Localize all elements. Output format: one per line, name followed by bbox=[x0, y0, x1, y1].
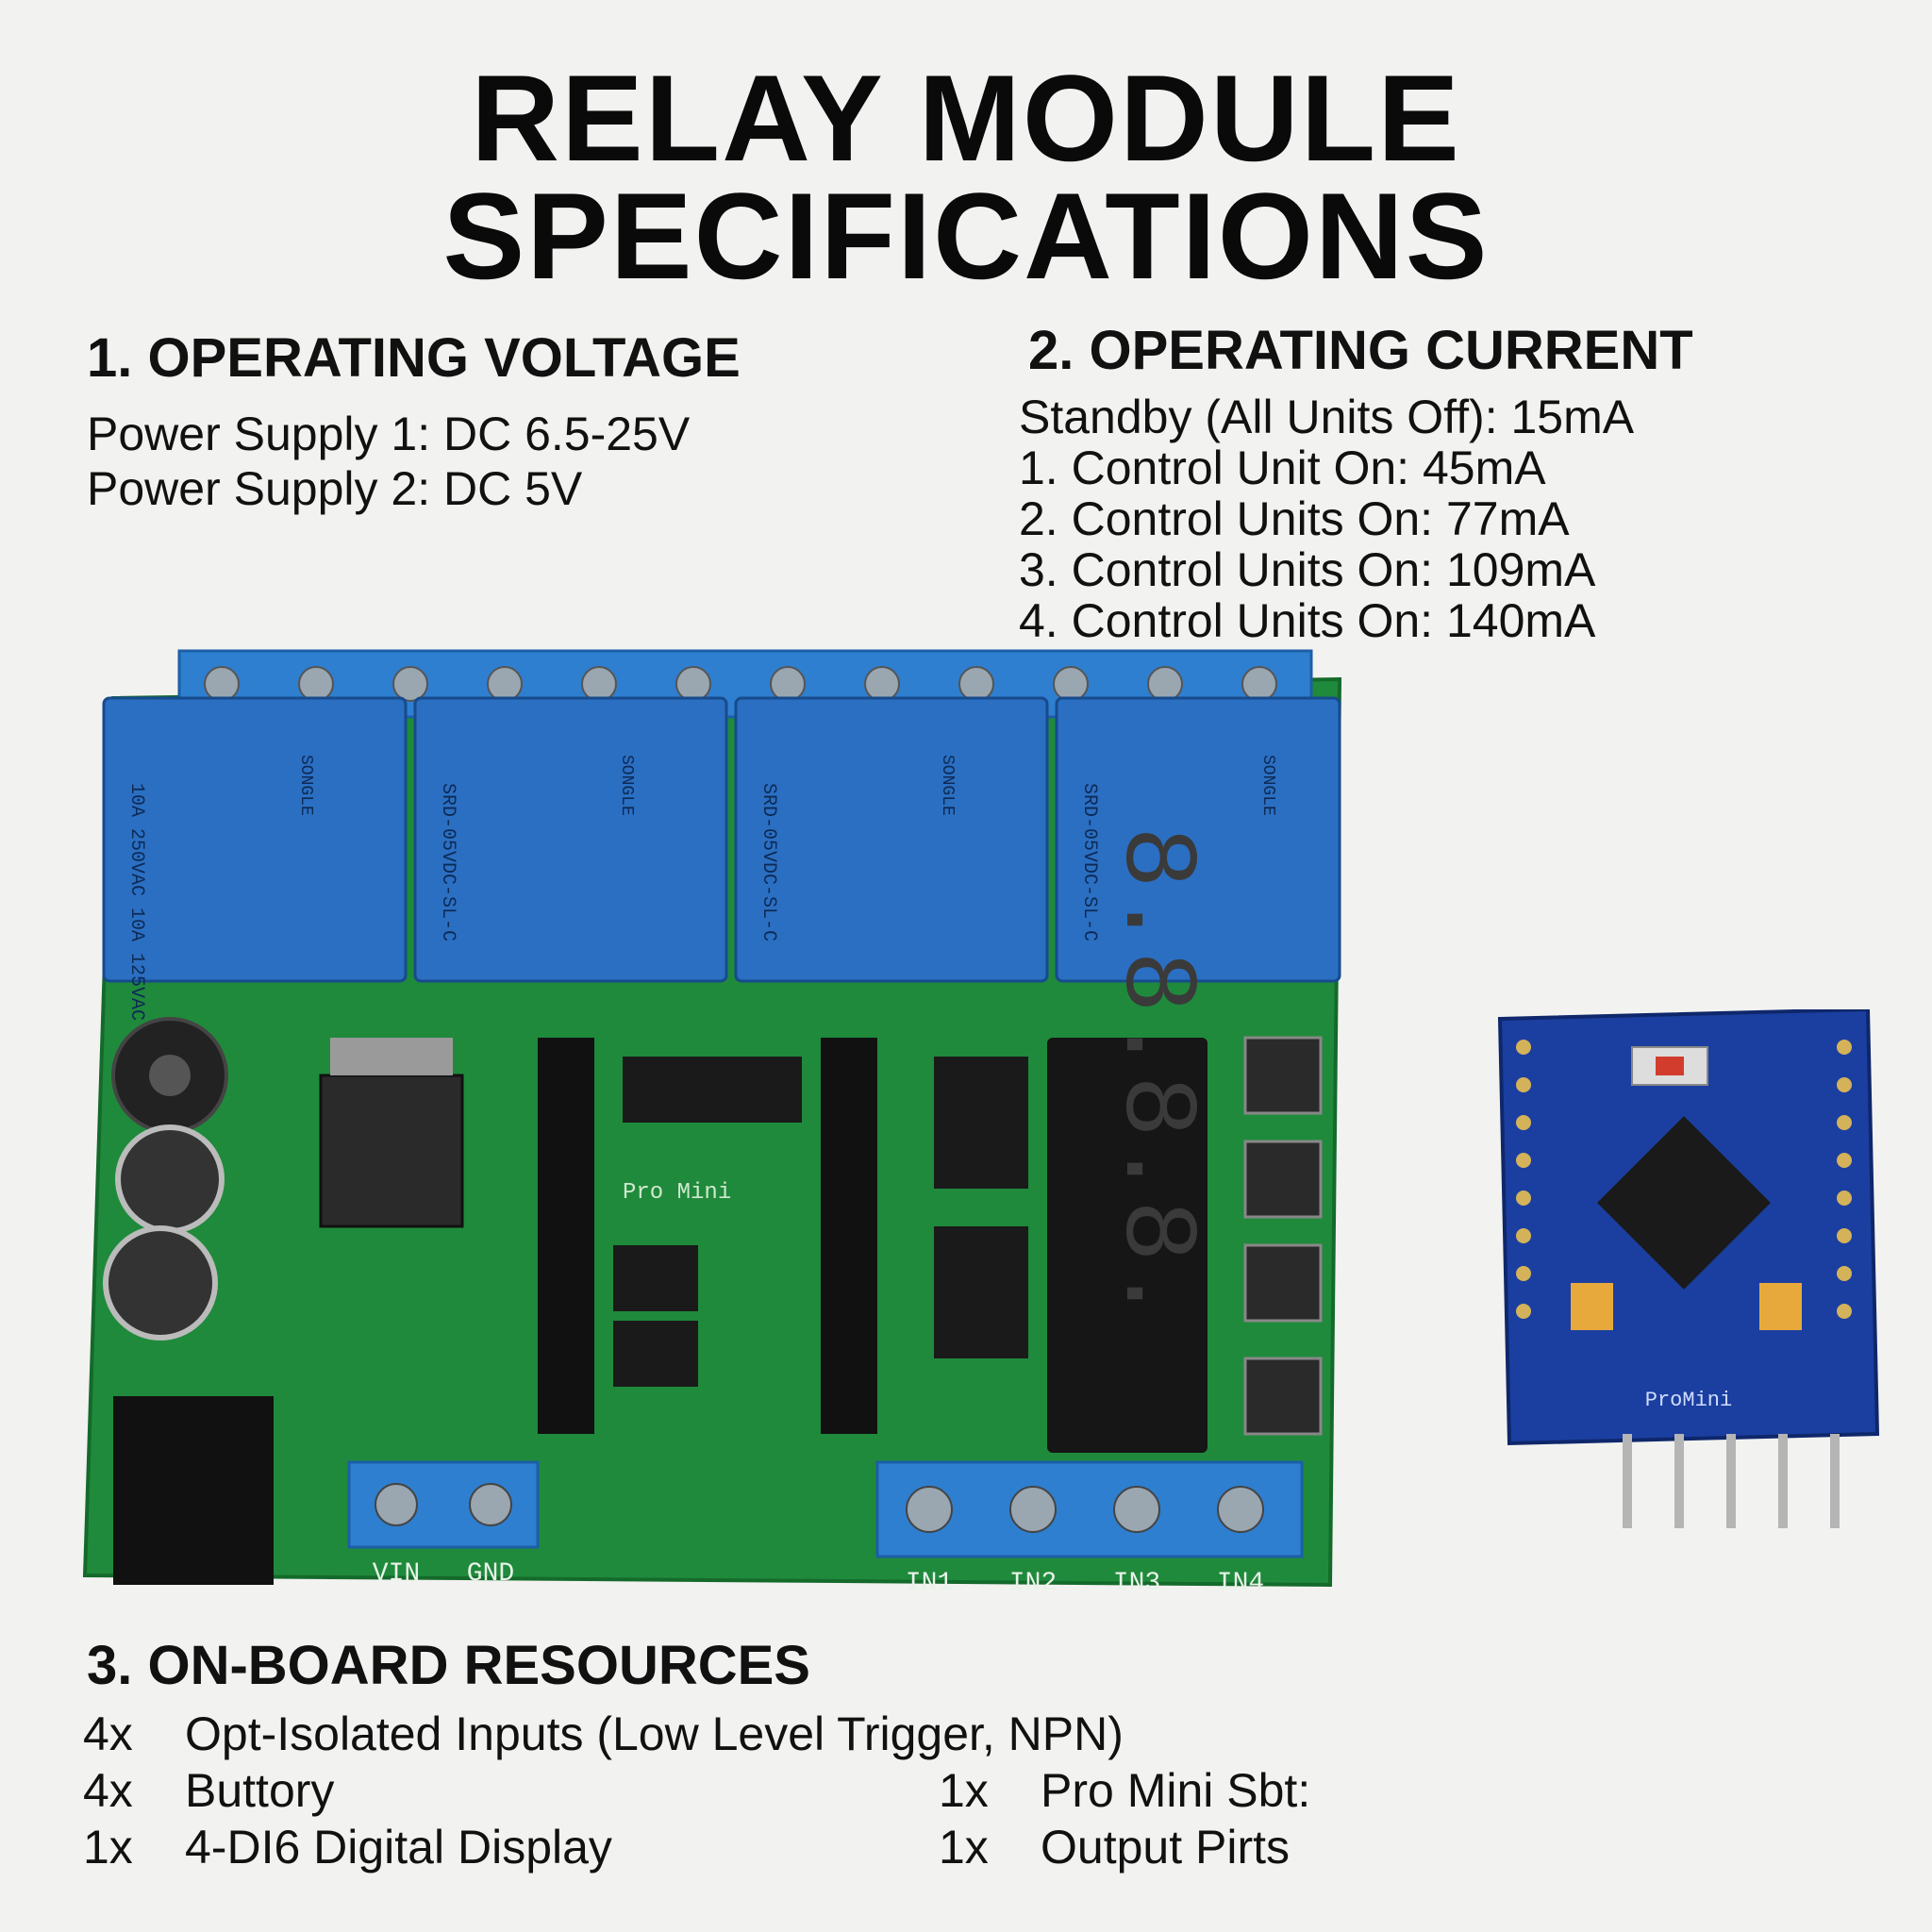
pin-header-left bbox=[538, 1038, 594, 1434]
svg-text:SRD-05VDC-SL-C: SRD-05VDC-SL-C bbox=[437, 783, 458, 941]
resource-label: Pro Mini Sbt: bbox=[1041, 1764, 1311, 1817]
resource-qty: 4x bbox=[83, 1764, 133, 1817]
svg-text:10A 250VAC 10A 125VAC: 10A 250VAC 10A 125VAC bbox=[125, 783, 147, 1021]
svg-text:SONGLE: SONGLE bbox=[617, 755, 636, 816]
push-buttons bbox=[1243, 1036, 1323, 1436]
resource-label: Opt-Isolated Inputs (Low Level Trigger, … bbox=[185, 1707, 1124, 1760]
optocoupler bbox=[613, 1321, 698, 1387]
resource-label: Buttory bbox=[185, 1764, 335, 1817]
resource-item: 1x 4-DI6 Digital Display bbox=[83, 1821, 612, 1874]
ic-chip bbox=[934, 1057, 1028, 1189]
page-title-line-2: SPECIFICATIONS bbox=[442, 167, 1490, 305]
resource-item: 4x Opt-Isolated Inputs (Low Level Trigger… bbox=[83, 1707, 1124, 1760]
resource-label: Output Pirts bbox=[1041, 1821, 1290, 1874]
resource-item: 4x Buttory bbox=[83, 1764, 334, 1817]
svg-text:SONGLE: SONGLE bbox=[296, 755, 315, 816]
led bbox=[1759, 1283, 1802, 1330]
pin-header-right bbox=[821, 1038, 877, 1434]
current-line: 2. Control Units On: 77mA bbox=[1019, 492, 1570, 545]
input-terminal: IN1 IN2 IN3 IN4 bbox=[875, 1460, 1304, 1598]
svg-text:IN2: IN2 bbox=[1009, 1569, 1057, 1598]
ic-u5 bbox=[623, 1057, 802, 1123]
pro-mini-label: ProMini bbox=[1645, 1389, 1732, 1412]
relay-board-photo: 10A 250VAC 10A 125VAC SONGLE SRD-05VDC-S… bbox=[47, 641, 1349, 1604]
svg-text:8.8.8.8.: 8.8.8.8. bbox=[1095, 826, 1213, 1324]
svg-text:VIN: VIN bbox=[373, 1559, 420, 1589]
resource-item: 1x Pro Mini Sbt: bbox=[939, 1764, 1310, 1817]
ic-chip bbox=[934, 1226, 1028, 1358]
current-line: Standby (All Units Off): 15mA bbox=[1019, 391, 1635, 443]
current-line: 1. Control Unit On: 45mA bbox=[1019, 441, 1546, 494]
svg-text:GND: GND bbox=[467, 1559, 514, 1589]
resource-qty: 4x bbox=[83, 1707, 133, 1760]
regulator-tab bbox=[330, 1038, 453, 1075]
capacitors bbox=[103, 1017, 228, 1341]
microcontroller-chip bbox=[1597, 1116, 1771, 1290]
svg-text:SONGLE: SONGLE bbox=[938, 755, 957, 816]
power-terminal: VIN GND bbox=[347, 1460, 540, 1589]
svg-text:IN1: IN1 bbox=[906, 1569, 953, 1598]
resource-label: 4-DI6 Digital Display bbox=[185, 1821, 612, 1874]
resource-item: 1x Output Pirts bbox=[939, 1821, 1290, 1874]
resource-qty: 1x bbox=[939, 1764, 989, 1817]
voltage-line: Power Supply 2: DC 5V bbox=[87, 462, 583, 515]
svg-text:SRD-05VDC-SL-C: SRD-05VDC-SL-C bbox=[758, 783, 779, 941]
svg-text:SONGLE: SONGLE bbox=[1258, 755, 1277, 816]
voltage-line: Power Supply 1: DC 6.5-25V bbox=[87, 408, 691, 460]
resource-qty: 1x bbox=[939, 1821, 989, 1874]
dc-jack bbox=[113, 1396, 274, 1585]
svg-text:IN4: IN4 bbox=[1217, 1569, 1264, 1598]
pro-mini-board-photo: ProMini bbox=[1481, 1007, 1887, 1538]
relay-4: SRD-05VDC-SL-C SONGLE bbox=[1055, 696, 1341, 983]
page-title-line-1: RELAY MODULE bbox=[471, 49, 1461, 187]
current-heading: 2. OPERATING CURRENT bbox=[1028, 320, 1693, 381]
pin-headers bbox=[1623, 1434, 1840, 1528]
voltage-regulator bbox=[319, 1074, 464, 1228]
current-line: 3. Control Units On: 109mA bbox=[1019, 543, 1596, 596]
voltage-heading: 1. OPERATING VOLTAGE bbox=[87, 327, 741, 389]
led bbox=[1571, 1283, 1613, 1330]
resources-heading: 3. ON-BOARD RESOURCES bbox=[87, 1635, 810, 1696]
relay-1: 10A 250VAC 10A 125VAC SONGLE bbox=[102, 696, 408, 1021]
svg-text:IN3: IN3 bbox=[1113, 1569, 1160, 1598]
relay-3: SRD-05VDC-SL-C SONGLE bbox=[734, 696, 1049, 983]
current-line: 4. Control Units On: 140mA bbox=[1019, 594, 1596, 647]
seven-segment-display: 8.8.8.8. bbox=[1047, 826, 1213, 1453]
pro-mini-silkscreen: Pro Mini bbox=[623, 1180, 731, 1206]
relay-2: SRD-05VDC-SL-C SONGLE bbox=[413, 696, 728, 983]
resource-qty: 1x bbox=[83, 1821, 133, 1874]
svg-text:SRD-05VDC-SL-C: SRD-05VDC-SL-C bbox=[1078, 783, 1100, 941]
optocoupler bbox=[613, 1245, 698, 1311]
